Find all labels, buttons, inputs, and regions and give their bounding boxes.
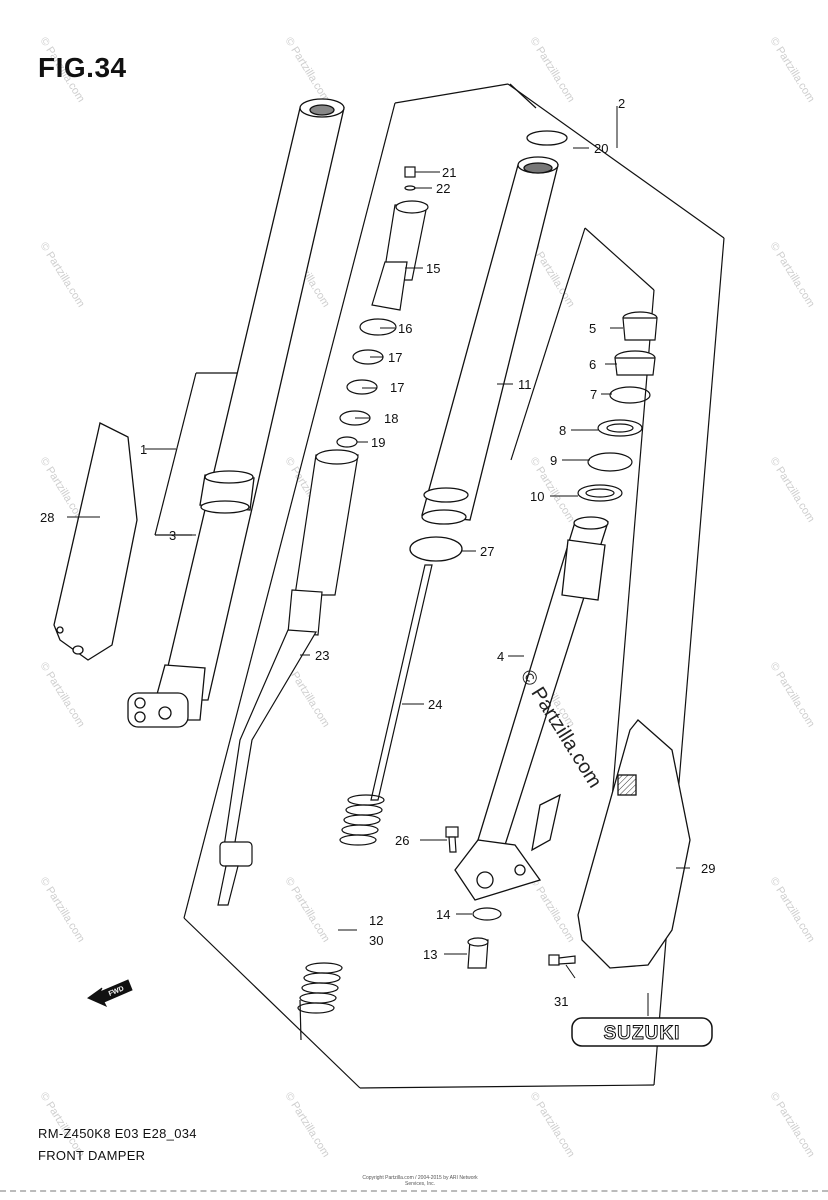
callout-14: 14 [436, 907, 450, 922]
watermark-text: © Partzilla.com [767, 455, 816, 524]
watermark-text: © Partzilla.com [767, 240, 816, 309]
section-name: FRONT DAMPER [38, 1148, 146, 1163]
seal-stack [577, 311, 658, 502]
watermark-text: © Partzilla.com [527, 875, 576, 944]
callout-12: 12 [369, 913, 383, 928]
callout-16: 16 [398, 321, 412, 336]
callout-23: 23 [315, 648, 329, 663]
bottom-border [0, 1190, 828, 1192]
copyright-notice: Copyright Partzilla.com / 2004-2015 by A… [362, 1175, 478, 1187]
callout-17-lower: 17 [390, 380, 404, 395]
watermark-text: © Partzilla.com [767, 35, 816, 104]
callout-24: 24 [428, 697, 442, 712]
right-fork-guard [577, 719, 691, 969]
callout-30: 30 [369, 933, 383, 948]
o-ring-14 [472, 907, 502, 921]
leader-lines [67, 106, 690, 1016]
slider-tube-4 [454, 516, 609, 901]
callout-6: 6 [589, 357, 596, 372]
callout-15: 15 [426, 261, 440, 276]
callout-9: 9 [550, 453, 557, 468]
callout-18: 18 [384, 411, 398, 426]
callout-26: 27 [480, 544, 494, 559]
callout-10: 10 [530, 489, 544, 504]
callout-13: 13 [423, 947, 437, 962]
forward-direction-arrow: FWD [86, 979, 133, 1008]
watermark-text: © Partzilla.com [767, 660, 816, 729]
watermark-text: © Partzilla.com [767, 875, 816, 944]
callout-5: 5 [589, 321, 596, 336]
model-code: RM-Z450K8 E03 E28_034 [38, 1126, 197, 1141]
callout-8: 8 [559, 423, 566, 438]
rod-24 [339, 564, 433, 846]
callout-4: 4 [497, 649, 504, 664]
left-fork-guard [53, 422, 138, 661]
callout-22: 22 [436, 181, 450, 196]
bolt-29 [548, 954, 576, 966]
watermark-text: © Partzilla.com [37, 660, 86, 729]
watermark-layer: © Partzilla.com © Partzilla.com © Partzill… [37, 35, 816, 1159]
o-ring-26 [409, 536, 463, 562]
callout-11: 11 [518, 377, 532, 392]
bolt-25 [445, 826, 459, 853]
callout-28: 29 [701, 861, 715, 876]
watermark-text: © Partzilla.com [37, 875, 86, 944]
suzuki-emblem: SUZUKI [571, 1017, 713, 1047]
spring-12 [297, 962, 343, 1014]
watermark-text: © Partzilla.com [37, 240, 86, 309]
callout-labels: 2 20 21 22 15 16 17 17 18 19 11 5 6 7 8 … [40, 96, 715, 1009]
figure-title: FIG.34 [38, 52, 127, 83]
cylinder-23 [217, 449, 359, 906]
watermark-text: © Partzilla.com [282, 1090, 331, 1159]
callout-20: 20 [594, 141, 608, 156]
callout-25: 26 [395, 833, 409, 848]
inner-tube [421, 130, 568, 525]
callout-3: 3 [169, 528, 176, 543]
watermark-text: © Partzilla.com [527, 1090, 576, 1159]
callout-29: 31 [554, 994, 568, 1009]
assembly-outline-2 [183, 83, 725, 1089]
watermark-text: © Partzilla.com [527, 35, 576, 104]
bolt-13 [467, 937, 489, 969]
callout-17-upper: 17 [388, 350, 402, 365]
callout-21: 21 [442, 165, 456, 180]
callout-19: 19 [371, 435, 385, 450]
watermark-text: © Partzilla.com [282, 35, 331, 104]
outer-tube [127, 98, 345, 728]
watermark-text: © Partzilla.com [282, 875, 331, 944]
damper-rod-top [336, 166, 429, 448]
watermark-text: © Partzilla.com [767, 1090, 816, 1159]
callout-1: 1 [140, 442, 147, 457]
callout-2: 2 [618, 96, 625, 111]
callout-7: 7 [590, 387, 597, 402]
assembly-outline-1 [154, 372, 302, 1041]
callout-27: 28 [40, 510, 54, 525]
emblem-label: SUZUKI [604, 1023, 681, 1044]
